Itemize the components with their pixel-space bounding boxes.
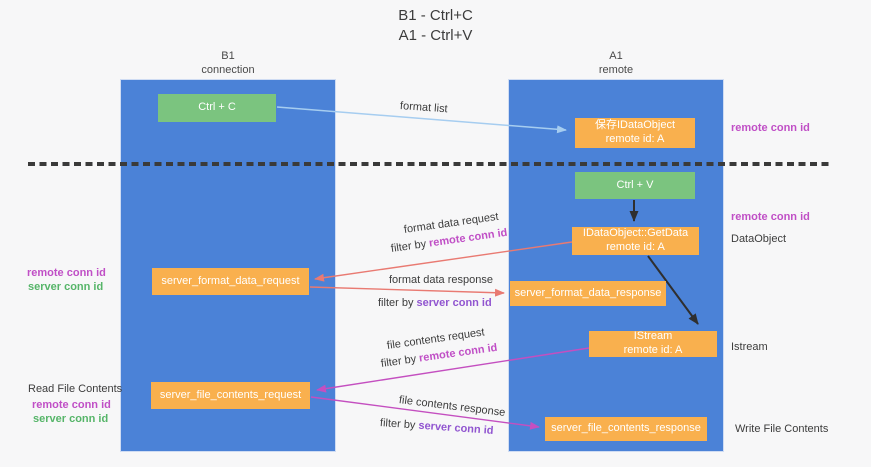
filter-by-text: filter by <box>390 237 430 255</box>
filter-by-text: filter by <box>378 297 417 309</box>
label-filter-server-conn-id-1: filter by server conn id <box>378 297 492 309</box>
label-write-file-contents: Write File Contents <box>735 423 829 435</box>
istream-line2: remote id: A <box>623 344 683 356</box>
box-ctrl-v: Ctrl + V <box>575 172 695 199</box>
label-remote-conn-id-mid-left: remote conn id <box>27 267 106 279</box>
label-file-contents-response: file contents response <box>398 394 506 419</box>
label-format-list: format list <box>399 100 448 116</box>
diagram-title: B1 - Ctrl+C A1 - Ctrl+V <box>0 6 871 47</box>
label-filter-server-conn-id-2: filter by server conn id <box>380 417 494 437</box>
label-istream: Istream <box>731 341 768 353</box>
lane-a1-subtitle: remote <box>598 63 634 76</box>
box-server-file-contents-response: server_file_contents_response <box>545 417 707 441</box>
label-server-conn-id-bottom-left: server conn id <box>33 413 109 425</box>
box-idataobject-getdata: IDataObject::GetData remote id: A <box>572 227 699 255</box>
save-idataobject-line2: remote id: A <box>605 133 665 145</box>
label-remote-conn-id-top-right: remote conn id <box>731 122 810 134</box>
lane-b1-subtitle: connection <box>201 63 255 76</box>
filter-by-text: filter by <box>379 417 419 432</box>
lane-b1-title: B1 <box>221 50 235 62</box>
box-server-file-contents-request: server_file_contents_request <box>151 382 310 409</box>
label-dataobject: DataObject <box>731 233 787 245</box>
ctrl-v-label: Ctrl + V <box>616 178 654 191</box>
arrow-format-data-response <box>309 286 505 297</box>
save-idataobject-line1: 保存IDataObject <box>594 119 676 132</box>
server-file-contents-request-label: server_file_contents_request <box>159 388 302 401</box>
filter-by-text: filter by <box>380 352 420 370</box>
box-server-format-data-response: server_format_data_response <box>510 281 666 306</box>
lane-a1-title: A1 <box>609 50 623 62</box>
ctrl-c-label: Ctrl + C <box>198 101 236 114</box>
title-line-2: A1 - Ctrl+V <box>398 27 473 45</box>
box-istream: IStream remote id: A <box>589 330 717 357</box>
label-format-data-response: format data response <box>389 274 493 286</box>
box-save-idataobject: 保存IDataObject remote id: A <box>575 118 695 148</box>
server-file-contents-response-label: server_file_contents_response <box>551 422 701 435</box>
label-remote-conn-id-mid-right: remote conn id <box>731 211 810 223</box>
box-ctrl-c: Ctrl + C <box>158 94 276 122</box>
istream-line1: IStream <box>633 330 673 343</box>
server-format-data-request-label: server_format_data_request <box>161 274 300 287</box>
lane-header-a1: A1 remote <box>508 50 724 78</box>
server-format-data-response-label: server_format_data_response <box>514 286 662 299</box>
label-remote-conn-id-bottom-left: remote conn id <box>32 399 111 411</box>
box-server-format-data-request: server_format_data_request <box>152 268 309 295</box>
label-server-conn-id-mid-left: server conn id <box>28 281 104 293</box>
title-line-1: B1 - Ctrl+C <box>398 7 473 24</box>
label-read-file-contents: Read File Contents <box>28 383 123 395</box>
lane-header-b1: B1 connection <box>120 50 336 78</box>
server-conn-id-highlight: server conn id <box>418 419 494 437</box>
getdata-line2: remote id: A <box>606 241 665 253</box>
server-conn-id-highlight: server conn id <box>416 297 492 309</box>
getdata-line1: IDataObject::GetData <box>582 227 689 240</box>
